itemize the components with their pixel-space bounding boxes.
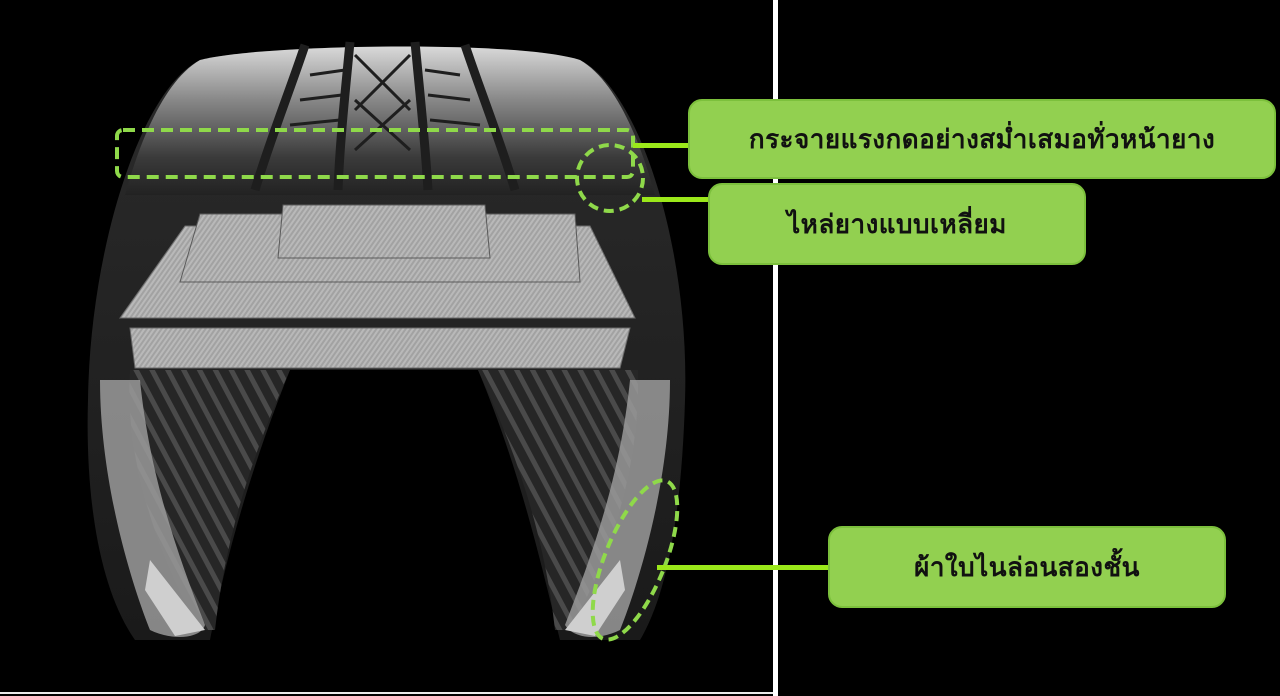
divider-line <box>773 0 778 696</box>
callout-sidewall-label: ผ้าใบไนล่อนสองชั้น <box>914 552 1140 583</box>
callout-tread-label: กระจายแรงกดอย่างสม่ำเสมอทั่วหน้ายาง <box>748 124 1216 155</box>
sidewall-cords <box>100 370 670 637</box>
shoulder-connector <box>642 197 710 202</box>
tread-grooves <box>250 41 520 192</box>
shoulder-highlight <box>575 143 645 213</box>
callout-sidewall: ผ้าใบไนล่อนสองชั้น <box>828 526 1226 608</box>
callout-tread: กระจายแรงกดอย่างสม่ำเสมอทั่วหน้ายาง <box>688 99 1276 179</box>
callout-shoulder-label: ไหล่ยางแบบเหลี่ยม <box>787 209 1007 240</box>
tread-highlight <box>115 128 635 179</box>
tread-connector <box>633 143 690 148</box>
callout-shoulder: ไหล่ยางแบบเหลี่ยม <box>708 183 1086 265</box>
bottom-rule <box>0 692 773 694</box>
sidewall-highlight <box>590 478 680 642</box>
sidewall-connector <box>657 565 830 570</box>
belt-layers <box>119 204 636 369</box>
